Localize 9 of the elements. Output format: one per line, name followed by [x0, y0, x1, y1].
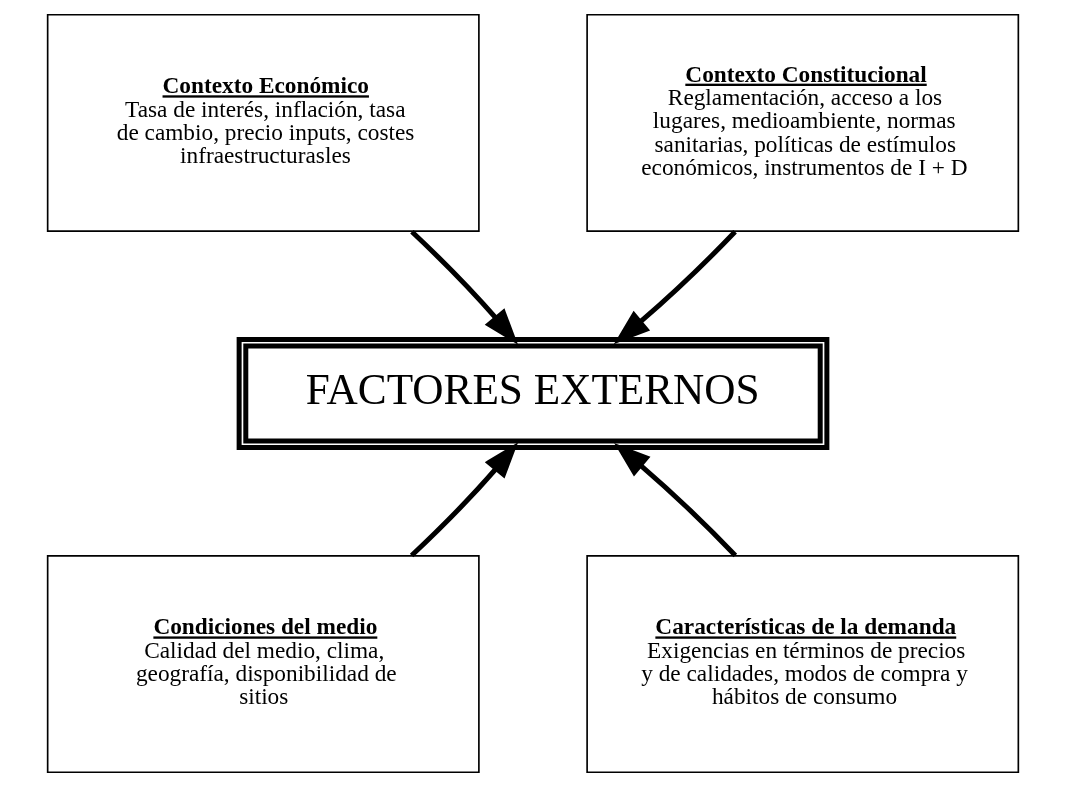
node-box: Contexto Constitucional Reglamentación, acceso a los lugares, medioambiente, normas sanitarias, políticas de estímulos económicos, instrumentos de I + D [586, 13, 1020, 232]
node-box: FACTORES EXTERNOS [236, 336, 830, 451]
arrow [410, 229, 519, 345]
arrow [409, 442, 519, 558]
arrow [613, 230, 737, 345]
arrow [614, 443, 738, 558]
node-box: Condiciones del medio Calidad del medio, clima, geografía, disponibilidad de sitios [46, 555, 480, 774]
node-box: Características de la demanda Exigencias en términos de precios y de calidades, modos de compra y hábitos de consumo [586, 555, 1020, 774]
node-box: Contexto Económico Tasa de interés, inflación, tasa de cambio, precio inputs, costes infraestructurasles [46, 13, 480, 232]
